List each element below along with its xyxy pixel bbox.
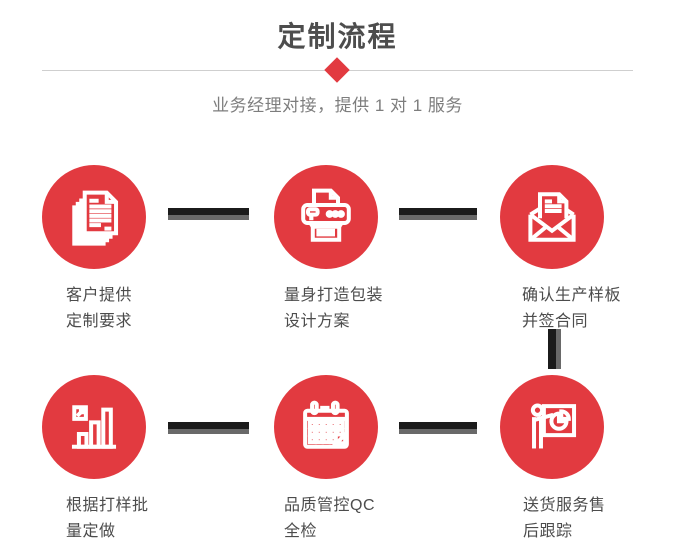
step-1-label: 客户提供 定制要求 — [66, 283, 132, 335]
step-2-label-line2: 设计方案 — [284, 313, 351, 330]
diamond-icon — [324, 57, 350, 83]
step-3-circle — [500, 165, 604, 269]
step-6-label-line1: 送货服务售 — [523, 497, 606, 514]
step-4-label: 根据打样批 量定做 — [66, 493, 149, 545]
step-3-label-line1: 确认生产样板 — [522, 287, 622, 304]
step-3-label-line2: 并签合同 — [522, 313, 589, 330]
presentation-icon — [523, 398, 581, 456]
step-1-label-line1: 客户提供 — [66, 287, 133, 304]
calendar-icon — [297, 398, 355, 456]
step-2-label-line1: 量身打造包装 — [284, 287, 384, 304]
step-2-label: 量身打造包装 设计方案 — [284, 283, 383, 335]
page-subtitle: 业务经理对接，提供 1 对 1 服务 — [212, 96, 463, 115]
connector-step1-step2 — [168, 208, 249, 220]
step-6-label: 送货服务售 后跟踪 — [523, 493, 606, 545]
step-6-circle — [500, 375, 604, 479]
step-4-label-line1: 根据打样批 — [66, 497, 149, 514]
step-1-circle — [42, 165, 146, 269]
bar-chart-icon — [65, 398, 123, 456]
connector-step2-step3 — [399, 208, 477, 220]
step-6-label-line2: 后跟踪 — [523, 523, 573, 540]
envelope-icon — [522, 187, 582, 247]
step-5-label: 品质管控QC 全检 — [284, 493, 375, 545]
step-5-label-line1: 品质管控QC — [284, 497, 376, 514]
connector-step3-step6 — [548, 329, 561, 369]
documents-icon — [65, 186, 123, 248]
step-2-circle — [274, 165, 378, 269]
step-3-label: 确认生产样板 并签合同 — [522, 283, 621, 335]
step-5-circle — [274, 375, 378, 479]
step-1-label-line2: 定制要求 — [66, 313, 133, 330]
printer-icon — [296, 187, 356, 247]
step-4-circle — [42, 375, 146, 479]
page-title: 定制流程 — [277, 21, 398, 52]
connector-step4-step5 — [168, 422, 249, 434]
connector-step5-step6 — [399, 422, 477, 434]
step-4-label-line2: 量定做 — [66, 523, 116, 540]
step-5-label-line2: 全检 — [284, 523, 318, 540]
